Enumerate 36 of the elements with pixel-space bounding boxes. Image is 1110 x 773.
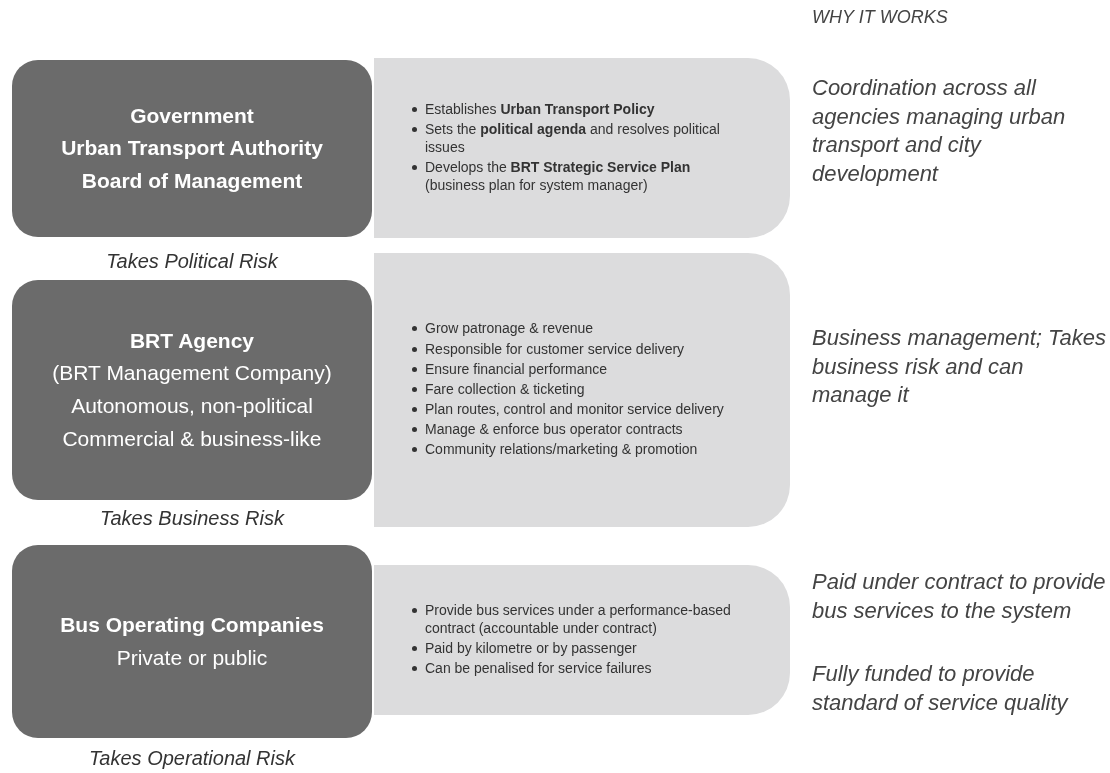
duty-text: Plan routes, control and monitor service delivery [425, 400, 724, 419]
role-subtitle: Urban Transport Authority [61, 135, 323, 162]
role-subtitle: Private or public [116, 644, 268, 671]
explanation-text: Coordination across all agencies managing urban transport and city development [812, 74, 1067, 188]
role-title: BRT Agency [129, 327, 255, 354]
risk-caption: Takes Political Risk [105, 250, 280, 273]
explanation-text: Business management; Takes business risk and can manage it [812, 324, 1107, 410]
duty-text: Ensure financial performance [425, 359, 608, 378]
role-box [12, 545, 372, 738]
duty-text: Paid by kilometre or by passenger [425, 639, 637, 658]
column-heading: WHY IT WORKS [812, 6, 949, 29]
duty-text: Responsible for customer service delivery [425, 339, 685, 358]
role-title: Government [130, 102, 254, 129]
duty-text: Develops the BRT Strategic Service Plan (business plan for system manager) [425, 158, 692, 195]
risk-caption: Takes Operational Risk [88, 747, 297, 770]
role-title: Bus Operating Companies [60, 611, 324, 638]
duty-text: Grow patronage & revenue [425, 319, 594, 338]
role-subtitle: Autonomous, non-political [71, 393, 313, 419]
duty-text: Provide bus services under a performance-based contract (accountable under contract) [425, 600, 732, 637]
role-box [12, 60, 372, 237]
role-subtitle: Board of Management [81, 167, 303, 194]
risk-caption: Takes Business Risk [99, 507, 286, 530]
explanation-text: Paid under contract to provide bus services to the system [812, 568, 1107, 625]
duty-text: Manage & enforce bus operator contracts [425, 420, 683, 439]
duties-panel [374, 253, 790, 527]
duty-text: Establishes Urban Transport Policy [425, 99, 655, 118]
role-subtitle: (BRT Management Company) [52, 360, 332, 387]
duty-text: Sets the political agenda and resolves political issues [425, 119, 721, 157]
duty-text: Community relations/marketing & promotion [425, 440, 698, 459]
role-subtitle: Commercial & business-like [62, 425, 322, 452]
explanation-text: Fully funded to provide standard of service quality [812, 660, 1070, 717]
duty-text: Can be penalised for service failures [425, 659, 652, 678]
duties-panel [374, 58, 790, 238]
duty-text: Fare collection & ticketing [425, 379, 585, 399]
role-box [12, 280, 372, 500]
duties-panel [374, 565, 790, 715]
